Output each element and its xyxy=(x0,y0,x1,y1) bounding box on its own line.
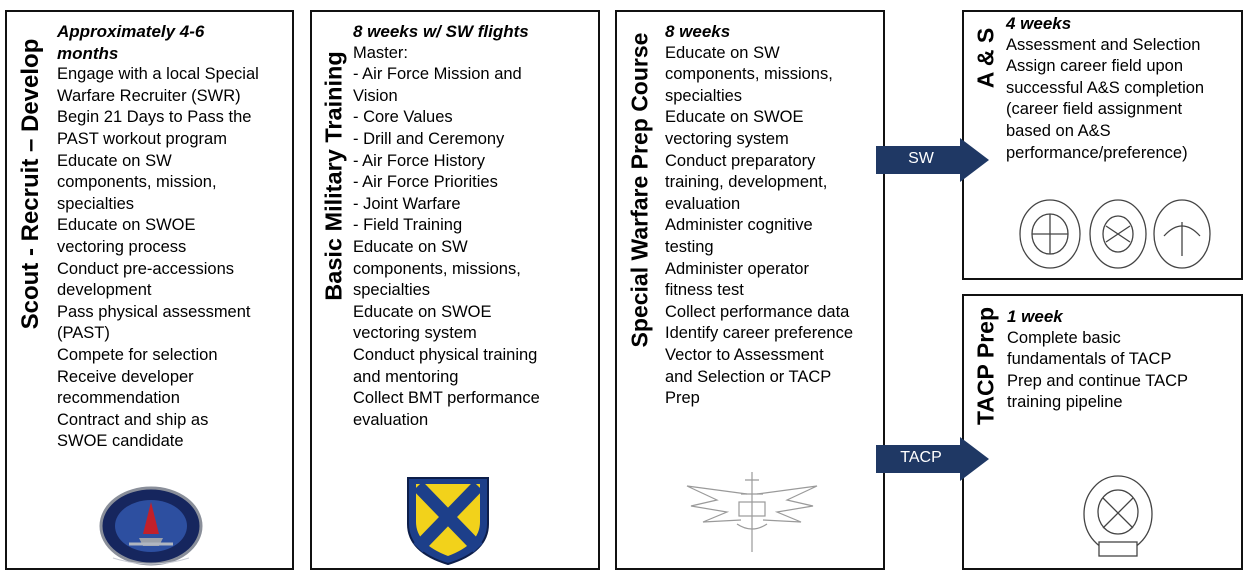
bmt-line: Educate on SW xyxy=(353,237,468,256)
scout-line: Contract and ship as xyxy=(57,410,209,429)
career-field-badges-emblem xyxy=(1019,199,1211,269)
swpc-line: Identify career preference xyxy=(665,324,854,343)
tacp-duration: 1 week xyxy=(1007,307,1063,326)
swpc-title: Special Warfare Prep Course xyxy=(626,32,653,348)
swpc-line: Conduct preparatory xyxy=(665,151,816,170)
as-line: successful A&S completion xyxy=(1006,78,1205,97)
as-line: based on A&S xyxy=(1006,121,1111,140)
as-line: Assign career field upon xyxy=(1006,57,1184,76)
swpc-line: training, development, xyxy=(665,173,828,192)
scout-line: Engage with a local Special xyxy=(57,65,259,84)
sw-arrow xyxy=(876,138,989,182)
scout-line: Pass physical assessment xyxy=(57,302,251,321)
scout-line: recommendation xyxy=(57,389,180,408)
swpc-line: Administer cognitive xyxy=(665,216,813,235)
scout-line: SWOE candidate xyxy=(57,432,184,451)
bmt-box: Basic Military Training 8 weeks w/ SW fl… xyxy=(310,10,600,570)
tacp-line: fundamentals of TACP xyxy=(1007,350,1172,369)
swpc-line: Educate on SW xyxy=(665,43,780,62)
swpc-line: vectoring system xyxy=(665,129,789,148)
swpc-line: Administer operator xyxy=(665,259,809,278)
scout-content: Approximately 4-6 months Engage with a l… xyxy=(57,21,259,453)
swpc-duration: 8 weeks xyxy=(665,22,731,41)
recruiting-squadron-emblem xyxy=(99,486,203,566)
bmt-line: specialties xyxy=(353,281,431,300)
scout-line: development xyxy=(57,281,152,300)
scout-duration-2: months xyxy=(57,43,119,63)
bmt-line: Collect BMT performance xyxy=(353,389,540,408)
as-line: Assessment and Selection xyxy=(1006,35,1201,54)
as-line: performance/preference) xyxy=(1006,143,1188,162)
bmt-line: Master: xyxy=(353,43,409,62)
bmt-line: Vision xyxy=(353,86,398,105)
special-warfare-badge-emblem xyxy=(686,472,818,552)
swpc-line: testing xyxy=(665,237,714,256)
swpc-line: Collect performance data xyxy=(665,302,850,321)
tacp-title: TACP Prep xyxy=(972,306,999,426)
scout-line: specialties xyxy=(57,194,135,213)
scout-line: Warfare Recruiter (SWR) xyxy=(57,86,241,105)
bmt-line: - Air Force Mission and xyxy=(353,65,522,84)
tacp-line: Prep and continue TACP xyxy=(1007,371,1189,390)
bmt-line: Conduct physical training xyxy=(353,345,538,364)
scout-line: (PAST) xyxy=(57,324,110,343)
bmt-line: - Air Force Priorities xyxy=(353,173,498,192)
bmt-line: - Drill and Ceremony xyxy=(353,129,505,148)
tacp-box: TACP Prep 1 week Complete basic fundamen… xyxy=(962,294,1243,570)
scout-line: Receive developer xyxy=(57,367,194,386)
as-title: A & S xyxy=(972,27,999,89)
scout-line: Educate on SW xyxy=(57,151,172,170)
swpc-line: fitness test xyxy=(665,281,744,300)
scout-duration-1: Approximately 4-6 xyxy=(57,22,205,41)
swpc-box: Special Warfare Prep Course 8 weeks Educ… xyxy=(615,10,885,570)
scout-line: Conduct pre-accessions xyxy=(57,259,235,278)
swpc-line: evaluation xyxy=(665,194,741,213)
training-group-shield-emblem xyxy=(407,477,489,566)
tacp-arrow-label: TACP xyxy=(900,449,942,466)
bmt-duration: 8 weeks w/ SW flights xyxy=(353,22,529,41)
swpc-line: components, missions, xyxy=(665,65,833,84)
swpc-content: 8 weeks Educate on SW components, missio… xyxy=(665,21,853,410)
scout-title: Scout - Recruit – Develop xyxy=(17,38,44,330)
scout-line: Educate on SWOE xyxy=(57,216,196,235)
scout-line: Compete for selection xyxy=(57,345,218,364)
swpc-line: specialties xyxy=(665,86,743,105)
bmt-line: and mentoring xyxy=(353,367,459,386)
as-duration: 4 weeks xyxy=(1006,14,1072,33)
as-box: A & S 4 weeks Assessment and Selection A… xyxy=(962,10,1243,280)
scout-line: Begin 21 Days to Pass the xyxy=(57,108,252,127)
bmt-line: vectoring system xyxy=(353,324,477,343)
bmt-line: evaluation xyxy=(353,410,429,429)
bmt-line: - Air Force History xyxy=(353,151,486,170)
bmt-line: components, missions, xyxy=(353,259,521,278)
bmt-line: Educate on SWOE xyxy=(353,302,492,321)
tacp-line: training pipeline xyxy=(1007,393,1123,412)
swpc-line: Educate on SWOE xyxy=(665,108,804,127)
scout-line: PAST workout program xyxy=(57,129,227,148)
swpc-line: Vector to Assessment xyxy=(665,345,824,364)
bmt-content: 8 weeks w/ SW flights Master: - Air Forc… xyxy=(353,21,540,431)
tacp-arrow xyxy=(876,437,989,481)
scout-recruit-develop-box: Scout - Recruit – Develop Approximately … xyxy=(5,10,294,570)
as-line: (career field assignment xyxy=(1006,100,1183,119)
tacp-content: 1 week Complete basic fundamentals of TA… xyxy=(1007,306,1188,414)
bmt-title: Basic Military Training xyxy=(320,51,347,301)
tacp-badge-emblem xyxy=(1083,475,1153,557)
scout-line: vectoring process xyxy=(57,237,187,256)
sw-arrow-label: SW xyxy=(908,150,934,167)
tacp-line: Complete basic xyxy=(1007,328,1121,347)
as-content: 4 weeks Assessment and Selection Assign … xyxy=(1006,13,1204,164)
swpc-line: and Selection or TACP xyxy=(665,367,832,386)
bmt-line: - Core Values xyxy=(353,108,453,127)
bmt-line: - Field Training xyxy=(353,216,463,235)
scout-line: components, mission, xyxy=(57,173,217,192)
bmt-line: - Joint Warfare xyxy=(353,194,461,213)
swpc-line: Prep xyxy=(665,389,700,408)
